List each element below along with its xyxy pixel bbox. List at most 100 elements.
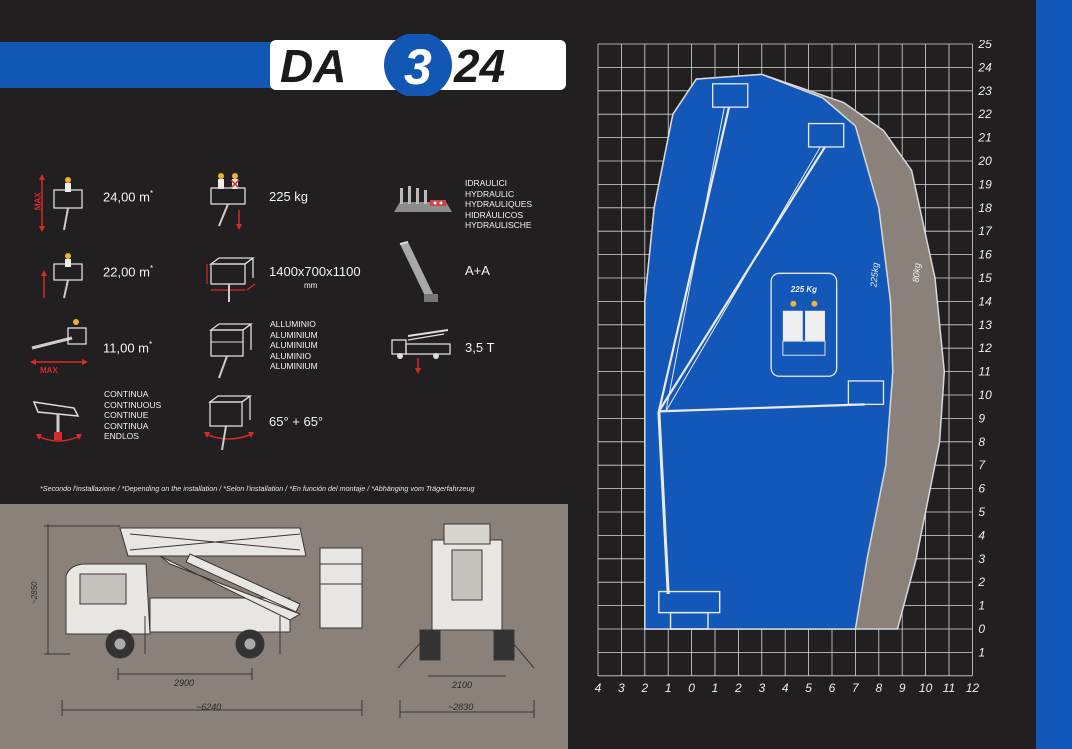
right-blue-edge (1036, 0, 1072, 749)
x-tick-label: 5 (805, 681, 812, 695)
y-tick-label: 1 (978, 645, 985, 659)
y-tick-label: 20 (977, 154, 992, 168)
capacity-value: 225 kg (269, 189, 309, 204)
technical-drawing-panel: ~2850 2900 ~6240 2100 ~2830 (0, 504, 568, 749)
platform-size-icon (206, 257, 256, 302)
y-tick-label: 9 (978, 411, 985, 425)
y-tick-label: 23 (977, 84, 992, 98)
truck-weight-icon (391, 329, 451, 374)
y-tick-label: 8 (978, 435, 985, 449)
y-tick-label: 4 (978, 528, 985, 542)
y-tick-label: 24 (977, 60, 992, 74)
y-tick-label: 15 (978, 271, 992, 285)
y-tick-label: 16 (978, 248, 992, 262)
y-tick-label: 10 (978, 388, 992, 402)
y-tick-label: 7 (978, 458, 986, 472)
y-tick-label: 0 (978, 622, 985, 636)
rotation-text: CONTINUA CONTINUOUS CONTINUE CONTINUA EN… (104, 389, 161, 442)
x-tick-label: 3 (758, 681, 765, 695)
y-tick-label: 12 (978, 341, 992, 355)
x-tick-label: 0 (688, 681, 695, 695)
boom-basket (712, 83, 749, 108)
controls-line-it: IDRAULICI (465, 178, 508, 188)
platform-badge-box (770, 272, 838, 377)
material-line-es: ALUMINIO (270, 350, 312, 361)
vehicle-weight-value: 3,5 T (465, 340, 495, 355)
controls-text: IDRAULICI HYDRAULIC HYDRAULIQUES HIDRÁUL… (465, 178, 532, 231)
x-tick-label: 3 (618, 681, 625, 695)
capacity-icon (210, 173, 246, 230)
rotation-line-es: CONTINUA (104, 420, 149, 431)
platform-badge-label: 225 Kg (790, 285, 817, 294)
hydraulic-controls-icon (394, 186, 452, 212)
x-tick-label: 2 (734, 681, 742, 695)
y-tick-label: 6 (978, 482, 985, 496)
working-range-chart: 0123456789101112131415161718192021222324… (595, 40, 993, 695)
controls-line-en: HYDRAULIC (465, 188, 515, 199)
y-tick-label: 2 (977, 575, 985, 589)
x-tick-label: 10 (919, 681, 933, 695)
y-tick-label: 21 (977, 131, 991, 145)
operator-body (782, 310, 803, 342)
operator-head (811, 300, 818, 307)
outreach-value: 11,00 m* (103, 340, 153, 356)
y-tick-label: 1 (978, 599, 985, 613)
operator-head (790, 300, 797, 307)
material-line-it: ALLUMINIO (270, 319, 316, 329)
x-tick-label: 1 (712, 681, 719, 695)
rotation-line-fr: CONTINUE (104, 410, 149, 420)
boom-arm-inner (665, 146, 821, 412)
y-tick-label: 19 (978, 177, 992, 191)
envelope-label-225: 225kg (868, 262, 880, 288)
width-dimension: 2100 (452, 680, 473, 690)
working-height-value: 24,00 m* (103, 189, 154, 205)
logo-number: 3 (404, 39, 432, 95)
controls-line-fr: HYDRAULIQUES (465, 199, 533, 209)
material-text: ALLUMINIO ALUMINIUM ALUMINIUM ALUMINIO A… (270, 319, 318, 372)
boom-positions (657, 83, 885, 630)
logo-suffix: 24 (453, 40, 505, 92)
platform-height-icon (41, 253, 83, 299)
x-tick-label: 12 (966, 681, 980, 695)
insulation-value: A+A (465, 263, 490, 278)
rotation-line-it: CONTINUA (104, 389, 149, 399)
boom-basket (847, 380, 885, 406)
x-tick-label: 9 (899, 681, 906, 695)
boom-arm-inner (665, 403, 861, 412)
max-label-height: MAX (33, 192, 43, 211)
boom-basket (807, 122, 845, 148)
overall-width-dimension: ~2830 (448, 702, 474, 712)
length-dimension: ~6240 (196, 702, 222, 712)
material-icon (209, 323, 253, 379)
y-tick-label: 14 (978, 294, 992, 308)
boom-arm-inner (665, 107, 725, 412)
truck-drawings (44, 523, 535, 718)
y-tick-label: 3 (978, 552, 985, 566)
truck-outrigger (669, 611, 709, 630)
material-line-fr: ALUMINIUM (270, 340, 318, 350)
basket-rotation-value: 65° + 65° (269, 414, 324, 429)
x-tick-label: 7 (852, 681, 860, 695)
footnote: *Secondo l'installazione / *Depending on… (40, 484, 475, 493)
y-tick-label: 5 (978, 505, 985, 519)
model-logo: DA 3 24 (270, 34, 566, 96)
controls-line-de: HYDRAULISCHE (465, 220, 532, 230)
y-tick-label: 22 (977, 107, 992, 121)
x-tick-label: 4 (595, 681, 602, 695)
operator-body (805, 310, 825, 342)
y-tick-label: 25 (977, 40, 992, 51)
chart-ticks: 0123456789101112131415161718192021222324… (595, 40, 993, 695)
rotation-line-en: CONTINUOUS (104, 399, 162, 410)
x-tick-label: 11 (943, 681, 955, 695)
controls-line-es: HIDRÁULICOS (465, 209, 524, 220)
wheelbase-dimension: 2900 (174, 678, 195, 688)
boom-arm (657, 146, 826, 412)
x-tick-label: 8 (875, 681, 882, 695)
insulation-boom-icon (399, 241, 438, 302)
working-height-icon (39, 174, 83, 232)
platform-size-unit: mm (304, 281, 318, 290)
y-tick-label: 18 (978, 201, 992, 215)
x-tick-label: 1 (665, 681, 672, 695)
logo-prefix: DA (280, 40, 346, 92)
